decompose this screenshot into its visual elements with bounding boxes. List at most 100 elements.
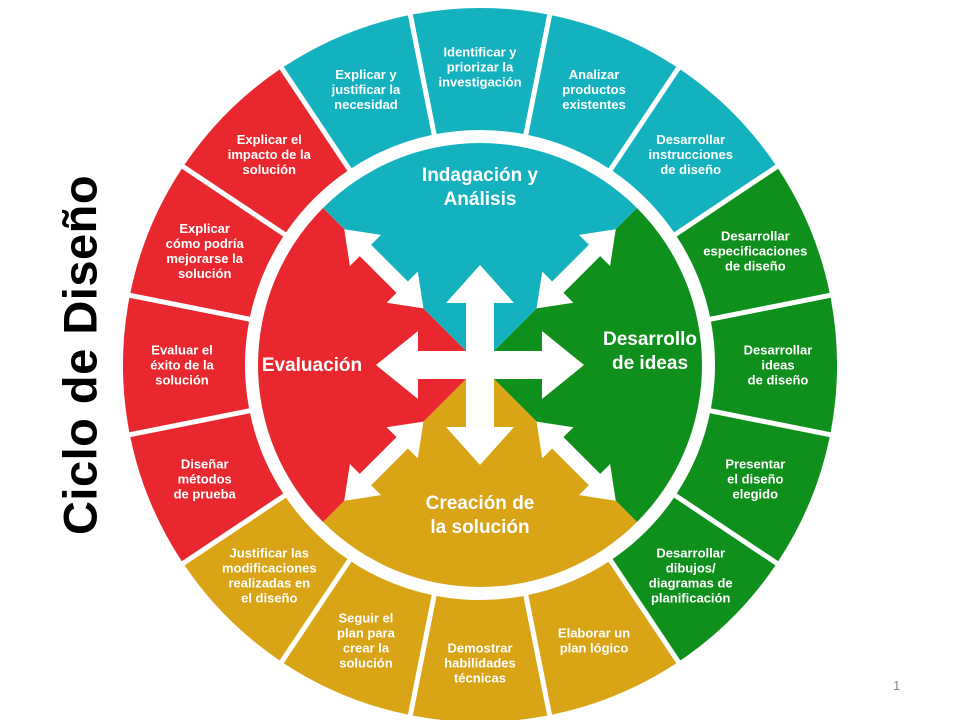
segment-label-line: justificar la — [331, 82, 401, 97]
segment-label-line: métodos — [178, 472, 232, 487]
segment-analizar-existentes — [528, 15, 677, 169]
segment-label-line: Seguir el — [338, 610, 393, 625]
segment-label-line: mejorarse la — [166, 251, 243, 266]
segment-label-line: solución — [178, 266, 232, 281]
segment-label-line: Demostrar — [447, 641, 512, 656]
center-cross-arrow — [376, 265, 584, 465]
segment-label-line: de diseño — [748, 373, 809, 388]
segment-label-line: éxito de la — [150, 358, 214, 373]
segment-identificar-y-investigacion — [412, 7, 548, 135]
phase-label-line: Análisis — [444, 189, 517, 210]
segment-label-line: modificaciones — [222, 561, 317, 576]
segment-desarrollar-de-diseno — [710, 297, 837, 433]
segment-label-line: existentes — [562, 97, 626, 112]
segment-label-line: planificación — [651, 591, 731, 606]
segment-label-line: Evaluar el — [151, 343, 212, 358]
inner-disk — [258, 143, 702, 587]
segment-label-line: el diseño — [241, 591, 297, 606]
segment-label-line: solución — [243, 162, 297, 177]
diagonal-arrow-bottom-right — [536, 421, 616, 501]
segment-label-line: productos — [562, 82, 626, 97]
segment-desarrollar-de-diseno — [612, 69, 776, 233]
segment-label-line: Explicar — [179, 221, 230, 236]
phase-label-desarrollo: Desarrollo de ideas — [603, 329, 697, 374]
phase-label-line: de ideas — [612, 353, 688, 374]
segment-label-line: habilidades — [444, 656, 516, 671]
segment-explicar-el-solucion — [184, 69, 348, 233]
segment-label-line: dibujos/ — [666, 561, 716, 576]
segment-label-line: impacto de la — [228, 147, 312, 162]
segment-label-line: solución — [155, 373, 209, 388]
segment-label-line: Explicar y — [335, 67, 397, 82]
segment-label-line: de diseño — [660, 162, 721, 177]
segment-explicar-solucion — [130, 168, 284, 317]
segment-label-line: Explicar el — [237, 132, 302, 147]
segment-label-line: crear la — [343, 640, 390, 655]
segment-label-line: realizadas en — [228, 576, 310, 591]
phase-label-line: Desarrollo — [603, 329, 697, 350]
phase-label-line: Evaluación — [262, 355, 362, 376]
segment-label-line: plan para — [337, 625, 396, 640]
segment-desarrollar-planificacion — [612, 497, 776, 661]
phase-label-line: la solución — [430, 517, 529, 538]
segment-demostrar-tecnicas — [412, 595, 548, 720]
segment-label-line: Desarrollar — [656, 132, 725, 147]
segment-label-line: ideas — [761, 358, 794, 373]
segment-label-line: Desarrollar — [656, 546, 725, 561]
segment-evaluar-el-solucion — [122, 297, 250, 433]
segment-label-line: el diseño — [727, 472, 783, 487]
segment-disenar-de-prueba — [130, 413, 284, 562]
segment-explicar-y-necesidad — [283, 15, 432, 169]
segment-label-line: Diseñar — [181, 457, 229, 472]
segment-label-line: Justificar las — [230, 546, 310, 561]
diagonal-arrow-top-left — [344, 229, 424, 309]
segment-label-line: Desarrollar — [744, 343, 813, 358]
quadrant-indagacion — [323, 143, 637, 365]
phase-label-line: Indagación y — [422, 165, 539, 186]
segment-elaborar-un-plan-logico — [528, 561, 677, 715]
segment-label-line: elegido — [733, 487, 779, 502]
phase-label-evaluacion: Evaluación — [262, 355, 362, 376]
phase-label-indagacion: Indagación y Análisis — [422, 165, 539, 210]
segment-label-line: técnicas — [454, 671, 506, 686]
segment-label-line: solución — [339, 655, 393, 670]
diagonal-arrow-top-right — [536, 229, 616, 309]
quadrant-desarrollo — [480, 208, 702, 522]
segment-justificar-las-el-diseno — [184, 497, 348, 661]
slide-number: 1 — [893, 678, 901, 693]
segment-label-line: cómo podría — [166, 236, 245, 251]
quadrant-evaluacion — [258, 208, 480, 522]
quadrant-creacion — [323, 365, 637, 587]
segment-label-line: de diseño — [725, 258, 786, 273]
segment-label-line: Desarrollar — [721, 228, 790, 243]
segment-label-line: especificaciones — [703, 243, 807, 258]
segment-presentar-elegido — [676, 413, 830, 562]
segment-label-line: Identificar y — [444, 45, 518, 60]
segment-label-line: instrucciones — [648, 147, 733, 162]
segment-label-line: necesidad — [334, 97, 398, 112]
phase-label-line: Creación de — [426, 493, 535, 514]
phase-label-creacion: Creación de la solución — [426, 493, 535, 538]
segment-label-line: Presentar — [725, 457, 785, 472]
segment-label-line: investigación — [438, 75, 521, 90]
segment-label-line: priorizar la — [447, 60, 514, 75]
segment-seguir-el-solucion — [283, 561, 432, 715]
diagonal-arrow-bottom-left — [344, 421, 424, 501]
